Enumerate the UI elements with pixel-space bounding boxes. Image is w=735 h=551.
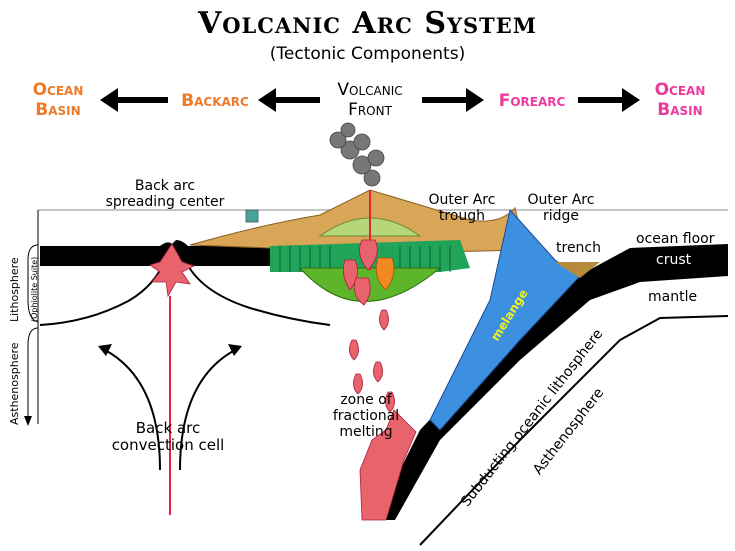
arc-magma-blobs	[342, 239, 395, 306]
back-arc-spreading-line1: Back arc	[134, 178, 196, 194]
convection-arrow-right	[179, 349, 236, 471]
outer-arc-trough-line2: trough	[438, 208, 486, 224]
diagram-subtitle: (Tectonic Components)	[269, 44, 466, 64]
volcanic-plume	[329, 122, 385, 187]
zone-melting-line3: melting	[339, 424, 393, 440]
ocean-basin-left-line1: Ocean	[32, 80, 84, 100]
outer-arc-ridge-label: Outer Arc ridge	[516, 192, 606, 224]
mantle-label: mantle	[648, 289, 698, 305]
outer-arc-trough-label: Outer Arc trough	[412, 192, 512, 224]
slab-base-line	[419, 315, 729, 546]
ocean-basin-right-line2: Basin	[657, 100, 703, 120]
asthenosphere-bracket-arrow	[24, 416, 32, 426]
arrowhead-left-2	[258, 88, 276, 112]
lithosphere-bracket	[27, 244, 39, 323]
backarc-crust	[40, 240, 270, 266]
volcanic-front-line2: Front	[348, 100, 392, 120]
outer-arc-ridge-line1: Outer Arc	[527, 192, 595, 208]
lithosphere-label: Lithosphere	[8, 257, 21, 322]
trench-label: trench	[556, 240, 601, 256]
slab-melting-zone	[359, 409, 417, 521]
volcanic-front-line1: Volcanic	[337, 80, 403, 100]
asthenosphere-left-label: Asthenosphere	[8, 342, 21, 425]
backarc-label: Backarc	[181, 91, 249, 111]
outer-arc-ridge-line2: ridge	[542, 208, 580, 224]
ocean-basin-left-line2: Basin	[35, 100, 81, 120]
zone-melting-line1: zone of	[340, 392, 392, 408]
convection-arrow-left	[104, 349, 161, 471]
back-arc-spreading-line2: spreading center	[105, 194, 225, 210]
spreading-center-magma	[149, 243, 196, 298]
forearc-label: Forearc	[498, 91, 566, 111]
subducting-slab	[375, 244, 728, 520]
arrowhead-right-1	[466, 88, 484, 112]
diagram-title: Volcanic Arc System	[197, 6, 538, 41]
back-arc-convection-label: Back arc convection cell	[108, 420, 228, 454]
ocean-floor-label: ocean floor	[636, 231, 715, 247]
arrowhead-left-1	[100, 88, 118, 112]
ocean-basin-left-label: Ocean Basin	[18, 80, 98, 120]
convection-line1: Back arc	[135, 419, 201, 437]
asthenosphere-bracket	[27, 327, 39, 420]
header-arrows	[100, 88, 640, 112]
seamount	[245, 209, 259, 223]
convection-arrowhead-left	[98, 344, 112, 356]
zone-melting-line2: fractional	[332, 408, 400, 424]
zone-fractional-melting-label: zone of fractional melting	[326, 392, 406, 440]
arrowhead-right-2	[622, 88, 640, 112]
ocean-basin-right-line1: Ocean	[654, 80, 706, 100]
back-arc-spreading-label: Back arc spreading center	[90, 178, 240, 210]
outer-arc-trough-line1: Outer Arc	[428, 192, 496, 208]
lithosphere-base-right	[184, 259, 331, 326]
ophiolite-label: (Ophiolite Suite)	[30, 256, 39, 322]
volcanic-front-label: Volcanic Front	[320, 80, 420, 120]
lithosphere-base-left	[39, 259, 166, 326]
crust-label: crust	[656, 252, 692, 268]
convection-arrowhead-right	[228, 344, 242, 356]
trench-sediment	[555, 262, 600, 278]
convection-line2: convection cell	[111, 436, 225, 454]
ocean-basin-right-label: Ocean Basin	[640, 80, 720, 120]
rising-magma-droplets	[349, 309, 395, 413]
